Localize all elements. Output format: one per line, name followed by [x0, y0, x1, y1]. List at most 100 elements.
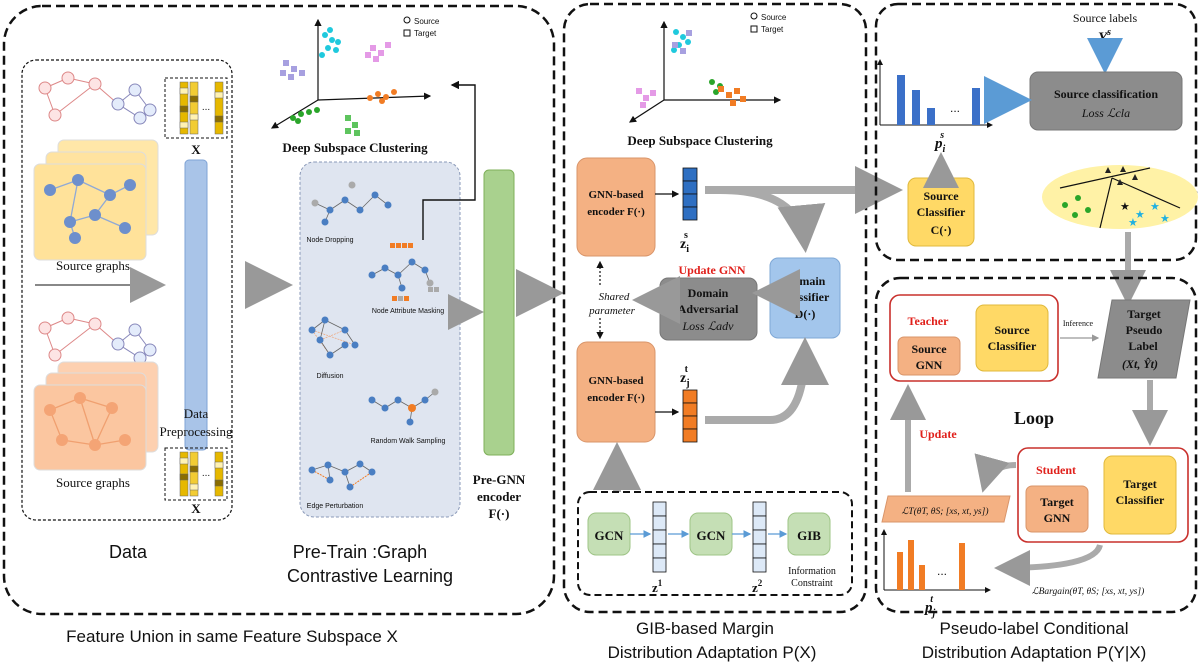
source-prob-chart: [877, 59, 993, 128]
target-gnn-label-2: GNN: [1044, 511, 1071, 525]
source-cls-loss-label-2: Loss ℒcla: [1081, 106, 1130, 120]
update-label: Update: [919, 427, 957, 441]
pretrain-caption-1: Pre-Train :Graph: [293, 542, 427, 562]
lt-loss-label: ℒT(θT, θS; [xs, xt, ys]): [902, 506, 989, 517]
info-label-1: Information: [788, 566, 836, 577]
source-labels-text: Source labels: [1073, 11, 1138, 25]
pis-label: pis: [933, 130, 946, 155]
ys-label: Ys: [1098, 27, 1111, 46]
aug-edge-perturbation: [308, 460, 376, 491]
augmentation-panel: [299, 161, 461, 518]
x-label-top: X: [191, 142, 201, 157]
student-to-loss-arrow: [974, 453, 1017, 493]
z1-label: z1: [652, 578, 663, 595]
target-prob-chart: [881, 529, 991, 593]
feature-matrix-top-frame: [164, 77, 228, 139]
target-cls-label-2: Classifier: [1116, 493, 1165, 507]
zs-vector: [682, 167, 698, 221]
z2-vector: [752, 501, 767, 573]
svg-text:★: ★: [1150, 201, 1160, 213]
source-gnn-label-2: GNN: [916, 358, 943, 372]
target-gnn-label-1: Target: [1040, 495, 1074, 509]
gib-caption-2: Distribution Adaptation P(X): [608, 643, 817, 662]
domain-adv-label-3: Loss ℒadv: [682, 319, 735, 333]
student-to-chart-arrow: [994, 543, 1103, 586]
source-classifier-label-3: C(·): [931, 223, 952, 237]
gnn-encoder-top-label-2: encoder F(·): [587, 206, 645, 218]
zt-to-domain-classifier-arrow: [705, 337, 829, 424]
pretrain-clustering-title: Deep Subspace Clustering: [282, 140, 428, 155]
pre-gnn-label-1: Pre-GNN: [473, 472, 526, 487]
matrix-dots-top: ...: [202, 102, 210, 113]
pjt-label: pjt: [923, 594, 936, 619]
legend-target-gib: Target: [761, 25, 784, 34]
svg-text:★: ★: [1135, 209, 1145, 221]
source-graphs-label-top: Source graphs: [56, 258, 130, 273]
aug-diffusion: [308, 316, 359, 359]
pretrain-feedback-arrow: [422, 80, 476, 240]
preprocess-bar: [184, 159, 208, 451]
zt-vector: [682, 389, 698, 443]
source-classification-loss-box: [1029, 71, 1183, 131]
svg-text:★: ★: [1128, 217, 1138, 229]
aug-diffusion-label: Diffusion: [316, 373, 343, 380]
aug-node-dropping-label: Node Dropping: [306, 237, 353, 244]
source-classifier-label-1: Source: [923, 189, 959, 203]
source-graphs-label-bottom: Source graphs: [56, 475, 130, 490]
source-cls-loss-label-1: Source classification: [1054, 87, 1158, 101]
cluster-plot-gib: [628, 12, 782, 123]
aug-attr-masking: [368, 243, 439, 301]
gnn-encoder-bottom-label-2: encoder F(·): [587, 392, 645, 404]
domain-adv-label-1: Domain: [688, 286, 729, 300]
pre-gnn-label-2: encoder: [477, 489, 521, 504]
gnn-encoder-bottom-label-1: GNN-based: [588, 375, 643, 387]
update-gnn-label: Update GNN: [678, 263, 745, 277]
pseudo-loop-frame: [874, 276, 1198, 614]
data-panel-frame: [21, 59, 233, 521]
gcn2-label: GCN: [697, 528, 727, 543]
pseudo-label-1: Target: [1127, 307, 1161, 321]
gib-frame: [562, 2, 868, 614]
preprocess-label-1: Data: [184, 406, 209, 421]
source-prob-dots: ...: [950, 101, 960, 115]
pretrain-caption-2: Contrastive Learning: [287, 566, 453, 586]
small-graph-top: [38, 71, 157, 125]
source-classifier-label-2: Classifier: [917, 205, 966, 219]
aug-random-walk: [368, 388, 439, 426]
domain-cls-label-3: D(·): [795, 307, 816, 321]
shared-label-1: Shared: [599, 291, 630, 303]
z2-label: z2: [752, 578, 763, 595]
target-prob-dots: ...: [937, 564, 947, 578]
aug-node-dropping: [311, 181, 392, 226]
lt-loss-box: [881, 495, 1011, 523]
small-graph-bottom: [38, 311, 157, 365]
pseudo-label-4: (Xt, Ŷt): [1122, 357, 1158, 371]
source-gnn-box: [897, 336, 961, 376]
teacher-label: Teacher: [908, 314, 950, 328]
gib-caption-1: GIB-based Margin: [636, 619, 774, 638]
domain-cls-label-2: Classifier: [781, 290, 830, 304]
feature-matrix-top: [179, 81, 224, 135]
z1-vector: [652, 501, 667, 573]
feature-matrix-bottom: [179, 451, 224, 497]
legend-source-gib: Source: [761, 13, 787, 22]
pseudo-label-box: [1097, 299, 1191, 379]
matrix-dots-bottom: ...: [202, 468, 210, 479]
svg-text:★: ★: [1120, 201, 1130, 213]
pseudo-label-2: Pseudo: [1126, 323, 1163, 337]
data-caption: Data: [109, 542, 148, 562]
aug-edge-perturbation-label: Edge Perturbation: [307, 503, 364, 510]
pre-gnn-label-3: F(·): [489, 506, 510, 521]
pseudo-caption-2: Distribution Adaptation P(Y|X): [922, 643, 1147, 662]
teacher-classifier-box: [975, 304, 1049, 372]
cluster-plot-pretrain: [270, 16, 432, 136]
feature-matrix-bottom-frame: [164, 447, 228, 501]
feature-union-caption: Feature Union in same Feature Subspace X: [66, 627, 398, 646]
zs-label: zis: [680, 230, 689, 255]
gnn-encoder-top-label-1: GNN-based: [588, 189, 643, 201]
x-label-bottom: X: [191, 501, 201, 516]
legend-target-pretrain: Target: [414, 29, 437, 38]
source-gnn-label-1: Source: [911, 342, 947, 356]
preprocess-label-2: Preprocessing: [160, 424, 233, 439]
